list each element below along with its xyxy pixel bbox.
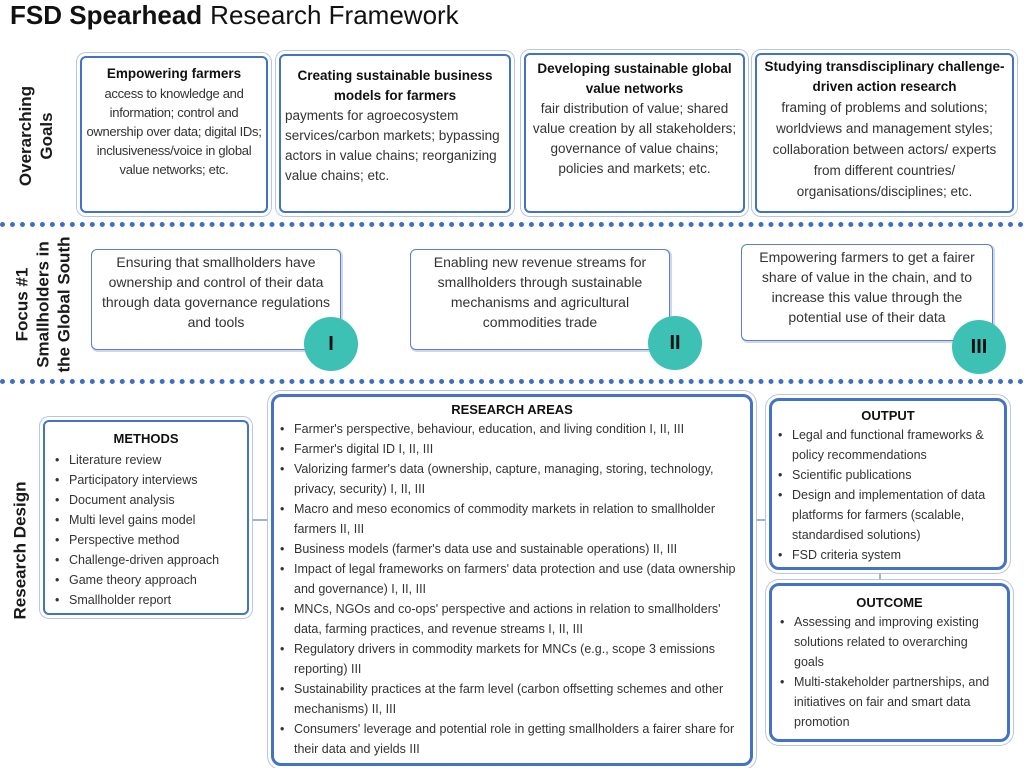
separator-top — [0, 222, 1024, 227]
separator-bottom — [0, 379, 1024, 384]
section-label-focus: Focus #1 Smallholders in the Global Sout… — [12, 230, 75, 380]
list-item: Participatory interviews — [55, 470, 241, 490]
focus-numeral-badge-1: I — [304, 317, 358, 371]
goal-description: fair distribution of value; shared value… — [532, 101, 737, 176]
goal-title: Developing sustainable global value netw… — [537, 61, 732, 96]
title-bold: FSD Spearhead — [10, 0, 203, 30]
list-item: Legal and functional frameworks & policy… — [778, 425, 998, 465]
list-item: Scientific publications — [778, 465, 998, 485]
goal-card-4: Studying transdisciplinary challenge-dri… — [755, 53, 1014, 213]
goal-description: access to knowledge and information; con… — [86, 86, 262, 177]
list-item: Farmer's perspective, behaviour, educati… — [280, 419, 744, 439]
research-areas-list: Farmer's perspective, behaviour, educati… — [280, 419, 744, 759]
research-areas-heading: RESEARCH AREAS — [451, 402, 573, 417]
design-label-line: Research Design — [10, 481, 30, 620]
focus-card-1: Ensuring that smallholders have ownershi… — [91, 249, 341, 350]
goals-label-line-2: Goals — [37, 112, 56, 160]
outcome-panel: OUTCOME Assessing and improving existing… — [769, 583, 1010, 742]
list-item: Design and implementation of data platfo… — [778, 485, 998, 545]
methods-heading: METHODS — [113, 431, 179, 446]
list-item: Consumers' leverage and potential role i… — [280, 719, 744, 759]
methods-list: Literature review Participatory intervie… — [51, 450, 241, 610]
focus-text: Enabling new revenue streams for smallho… — [433, 254, 647, 330]
section-label-design: Research Design — [10, 476, 31, 626]
list-item: Multi-stakeholder partnerships, and init… — [780, 672, 999, 732]
output-panel: OUTPUT Legal and functional frameworks &… — [769, 398, 1007, 570]
focus-text: Ensuring that smallholders have ownershi… — [101, 254, 331, 330]
list-item: Perspective method — [55, 530, 241, 550]
outcome-heading: OUTCOME — [856, 595, 923, 610]
list-item: Sustainability practices at the farm lev… — [280, 679, 744, 719]
goals-label-line-1: Overarching — [16, 85, 35, 187]
connector-areas-output — [752, 519, 769, 521]
outcome-list: Assessing and improving existing solutio… — [780, 612, 999, 732]
list-item: Valorizing farmer's data (ownership, cap… — [280, 459, 744, 499]
goal-title: Empowering farmers — [106, 66, 242, 81]
list-item: Challenge-driven approach — [55, 550, 241, 570]
goal-card-1: Empowering farmers access to knowledge a… — [80, 56, 268, 213]
list-item: Multi level gains model — [55, 510, 241, 530]
connector-output-outcome — [879, 570, 881, 582]
list-item: Farmer's digital ID I, II, III — [280, 439, 744, 459]
goal-title: Creating sustainable business models for… — [297, 68, 493, 103]
focus-card-2: Enabling new revenue streams for smallho… — [410, 249, 670, 350]
focus-numeral-badge-2: II — [648, 316, 702, 370]
list-item: Assessing and improving existing solutio… — [780, 612, 999, 672]
list-item: Impact of legal frameworks on farmers' d… — [280, 559, 744, 599]
list-item: MNCs, NGOs and co-ops' perspective and a… — [280, 599, 744, 639]
list-item: Business models (farmer's data use and s… — [280, 539, 744, 559]
output-heading: OUTPUT — [861, 408, 915, 423]
focus-text: Empowering farmers to get a fairer share… — [759, 249, 975, 325]
goal-card-2: Creating sustainable business models for… — [279, 54, 511, 213]
connector-methods-areas — [248, 519, 272, 521]
list-item: Document analysis — [55, 490, 241, 510]
focus-label-line-1: Focus #1 — [12, 267, 32, 342]
focus-numeral-badge-3: III — [952, 320, 1006, 374]
goal-title: Studying transdisciplinary challenge-dri… — [764, 59, 1005, 94]
list-item: Macro and meso economics of commodity ma… — [280, 499, 744, 539]
list-item: Smallholder report — [55, 590, 241, 610]
focus-card-3: Empowering farmers to get a fairer share… — [741, 244, 993, 341]
list-item: FSD criteria system — [778, 545, 998, 565]
section-label-goals: Overarching Goals — [15, 76, 57, 196]
list-item: Literature review — [55, 450, 241, 470]
focus-label-line-3: the Global South — [54, 236, 74, 373]
list-item: Regulatory drivers in commodity markets … — [280, 639, 744, 679]
research-areas-panel: RESEARCH AREAS Farmer's perspective, beh… — [271, 394, 753, 766]
output-list: Legal and functional frameworks & policy… — [778, 425, 998, 565]
list-item: Game theory approach — [55, 570, 241, 590]
focus-label-line-2: Smallholders in — [33, 241, 53, 368]
title-light: Research Framework — [210, 0, 459, 30]
goal-card-3: Developing sustainable global value netw… — [524, 53, 745, 213]
goal-description: framing of problems and solutions; world… — [772, 100, 997, 199]
methods-panel: METHODS Literature review Participatory … — [43, 420, 249, 615]
goal-description: payments for agroecosystem services/carb… — [285, 108, 500, 183]
